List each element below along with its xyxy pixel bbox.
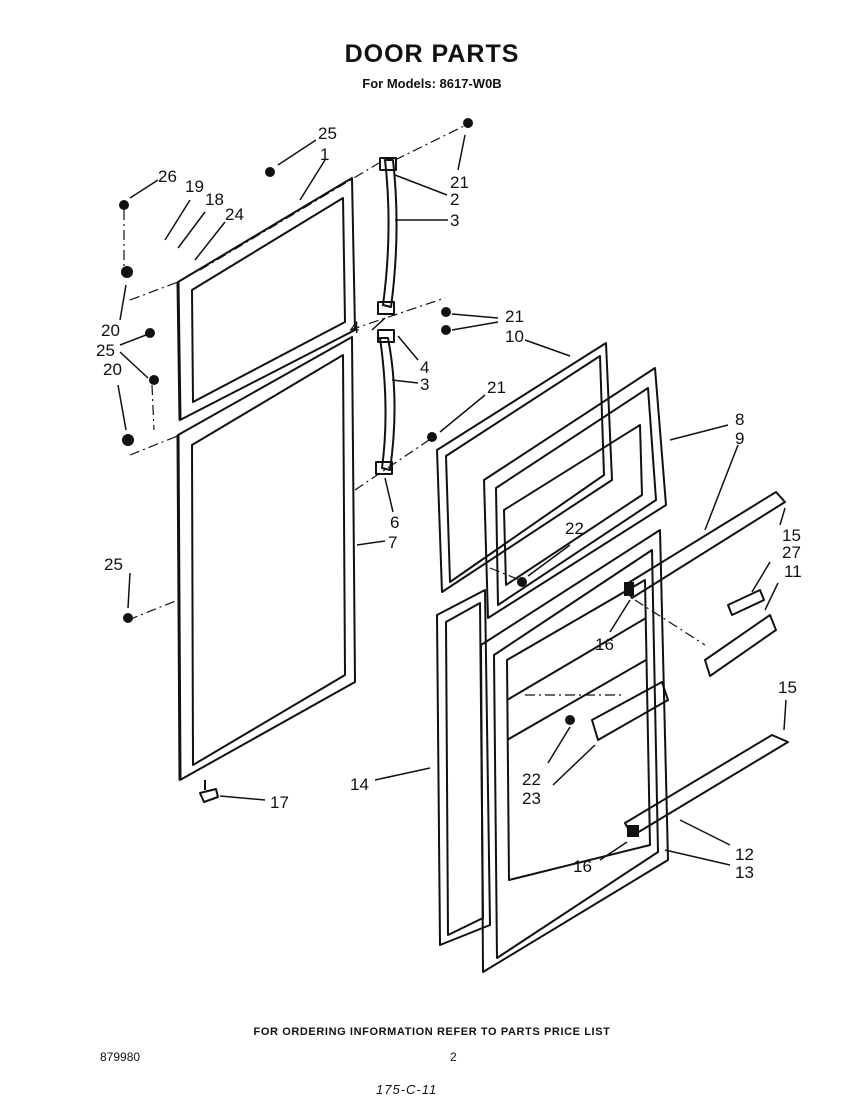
plug-part-25-mid [149,375,159,385]
handle-bracket-mid2 [377,329,395,343]
callout-2: 2 [450,190,459,209]
shelf-part-23 [591,681,669,741]
lower-handle-part-3 [379,337,396,471]
callout-12: 12 [735,845,754,864]
callout-4-left: 4 [350,318,359,337]
callout-20-upper: 20 [101,321,120,340]
screw-part-22-upper [517,577,527,587]
callout-26: 26 [158,167,177,186]
callout-18: 18 [205,190,224,209]
shelf-part-11 [704,614,777,677]
refrigerator-door-part-7 [176,336,356,781]
page-number: 2 [450,1050,457,1064]
screw-part-21-b [441,325,451,335]
handle-bracket-upper [379,157,397,171]
stop-part-16-upper [624,582,634,596]
screw-part-21-c [427,432,437,442]
callout-24: 24 [225,205,244,224]
callout-3-upper: 3 [450,211,459,230]
callout-4-right: 4 [420,358,429,377]
screw-part-25-top [265,167,275,177]
screw-part-21-top [463,118,473,128]
plug-part-20-upper [121,266,133,278]
callout-13: 13 [735,863,754,882]
callout-10: 10 [505,327,524,346]
callout-9: 9 [735,429,744,448]
callout-11: 11 [784,562,802,581]
callout-22-upper: 22 [565,519,584,538]
screw-part-22-lower [565,715,575,725]
callout-21-lower: 21 [487,378,506,397]
callout-15-upper: 15 [782,526,801,545]
screw-part-26 [119,200,129,210]
handle-bracket-lower [375,461,393,475]
callout-8: 8 [735,410,744,429]
freezer-liner-part-8 [483,367,667,619]
callout-6: 6 [390,513,399,532]
plug-part-20-lower [122,434,134,446]
callout-17: 17 [270,793,289,812]
callout-23: 23 [522,789,541,808]
callout-3-lower: 3 [420,375,429,394]
freezer-door-part-1 [176,177,356,421]
page-title: DOOR PARTS [344,40,520,68]
callout-20-lower: 20 [103,360,122,379]
callout-25-left: 25 [96,341,115,360]
refrigerator-liner-part-12 [480,529,669,973]
upper-shelf-rail-part-15 [624,491,786,599]
callout-27: 27 [782,543,801,562]
callout-labels: 25 1 26 19 18 24 20 25 20 2 21 3 21 10 4… [96,124,802,882]
freezer-gasket-part-10 [436,342,613,593]
models-subtitle: For Models: 8617-W0B [362,76,502,91]
plug-part-25-left [145,328,155,338]
ordering-note: FOR ORDERING INFORMATION REFER TO PARTS … [253,1026,611,1038]
shelf-retainer-part-27 [727,589,765,616]
handle-bracket-mid [377,301,395,315]
callout-16-upper: 16 [595,635,614,654]
handwritten-note: 175-C-11 [376,1082,438,1097]
callout-25-bottom: 25 [104,555,123,574]
screw-part-21-a [441,307,451,317]
callout-14: 14 [350,775,369,794]
callout-25-top: 25 [318,124,337,143]
callout-19: 19 [185,177,204,196]
callout-7: 7 [388,533,397,552]
callout-21-top: 21 [450,173,469,192]
callout-21-mid: 21 [505,307,524,326]
callout-15-lower: 15 [778,678,797,697]
upper-handle-part-3 [382,159,398,308]
plug-part-25-lower [123,613,133,623]
stop-part-16-lower [627,825,639,837]
hinge-part-17 [199,788,219,803]
callout-1: 1 [320,145,329,164]
callout-16-lower: 16 [573,857,592,876]
document-number: 879980 [100,1050,141,1064]
callout-22-lower: 22 [522,770,541,789]
